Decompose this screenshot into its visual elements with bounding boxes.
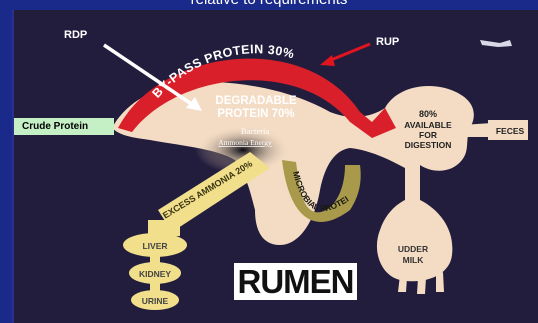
excess-ammonia-label: EXCESS AMMONIA 20% [161, 159, 254, 221]
feces-label: FECES [496, 126, 525, 136]
rup-label: RUP [376, 36, 399, 48]
rdp-label: RDP [64, 29, 87, 41]
available-line3: FOR [419, 130, 437, 140]
degradable-line2: PROTEIN 70% [217, 108, 294, 120]
kidney-label: KIDNEY [139, 269, 171, 279]
urine-label: URINE [142, 296, 169, 306]
bacteria-label: Bacteria [241, 126, 270, 136]
udder-line2: MILK [403, 255, 425, 265]
available-line4: DIGESTION [405, 140, 452, 150]
rup-arrow-head [320, 55, 335, 66]
ammonia-energy-label: Ammonia Energy [218, 138, 272, 147]
udder-line1: UDDER [398, 244, 428, 254]
degradable-line1: DEGRADABLE [215, 95, 296, 107]
rumen-label: RUMEN [234, 263, 357, 300]
available-line1: 80% [419, 109, 437, 119]
crude-protein-box: Crude Protein [14, 118, 114, 135]
available-line2: AVAILABLE [404, 120, 452, 130]
liver-label: LIVER [142, 241, 167, 251]
corner-mark [480, 40, 512, 47]
feces-tube [462, 123, 492, 137]
